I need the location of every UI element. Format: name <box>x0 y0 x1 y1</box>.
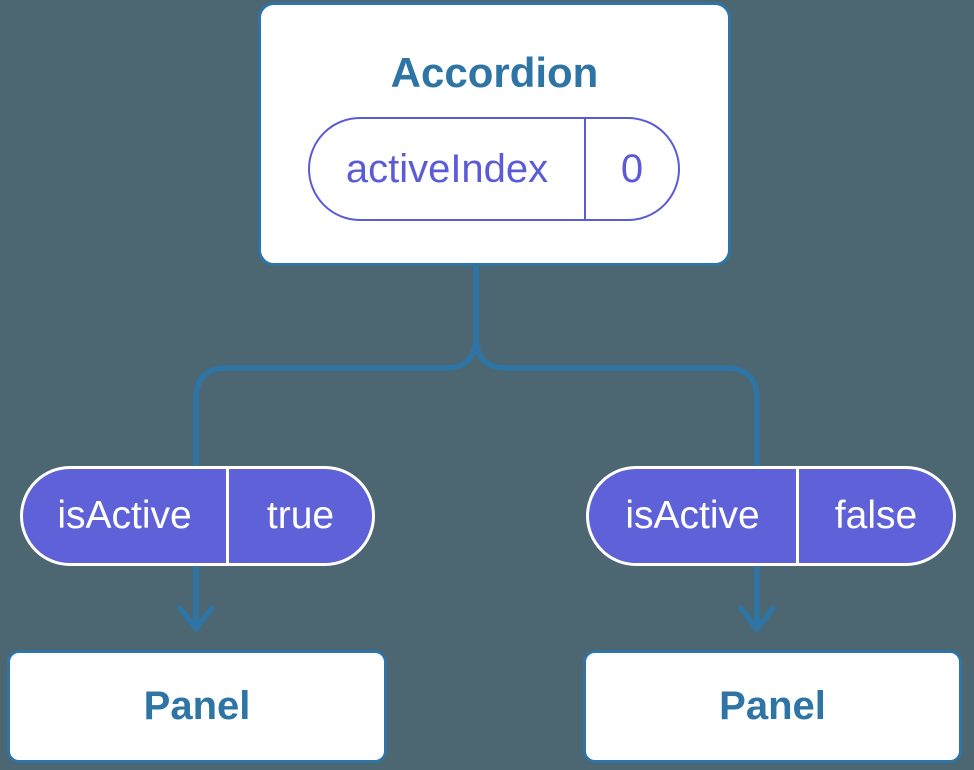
component-title: Accordion <box>390 49 599 96</box>
panel-component-card-left: Panel <box>7 650 387 763</box>
prop-name: isActive <box>625 494 760 537</box>
arrow-down-right-icon <box>738 605 776 632</box>
prop-value: true <box>226 469 372 563</box>
prop-value: false <box>796 469 953 563</box>
connector-root-to-left-child <box>193 263 479 629</box>
panel-title: Panel <box>143 684 251 728</box>
prop-pill-isactive-right: isActive false <box>586 466 956 566</box>
prop-pill-isactive-left: isActive true <box>20 466 375 566</box>
connector-root-to-right-child <box>473 263 760 629</box>
panel-title: Panel <box>719 684 826 728</box>
prop-name: isActive <box>57 494 192 537</box>
state-name: activeIndex <box>345 146 549 191</box>
panel-component-card-right: Panel <box>583 650 962 763</box>
arrow-down-left-icon <box>177 605 215 632</box>
accordion-component-card: Accordion activeIndex 0 <box>258 2 731 266</box>
state-value: 0 <box>584 119 678 219</box>
state-pill-activeindex: activeIndex 0 <box>308 117 680 221</box>
